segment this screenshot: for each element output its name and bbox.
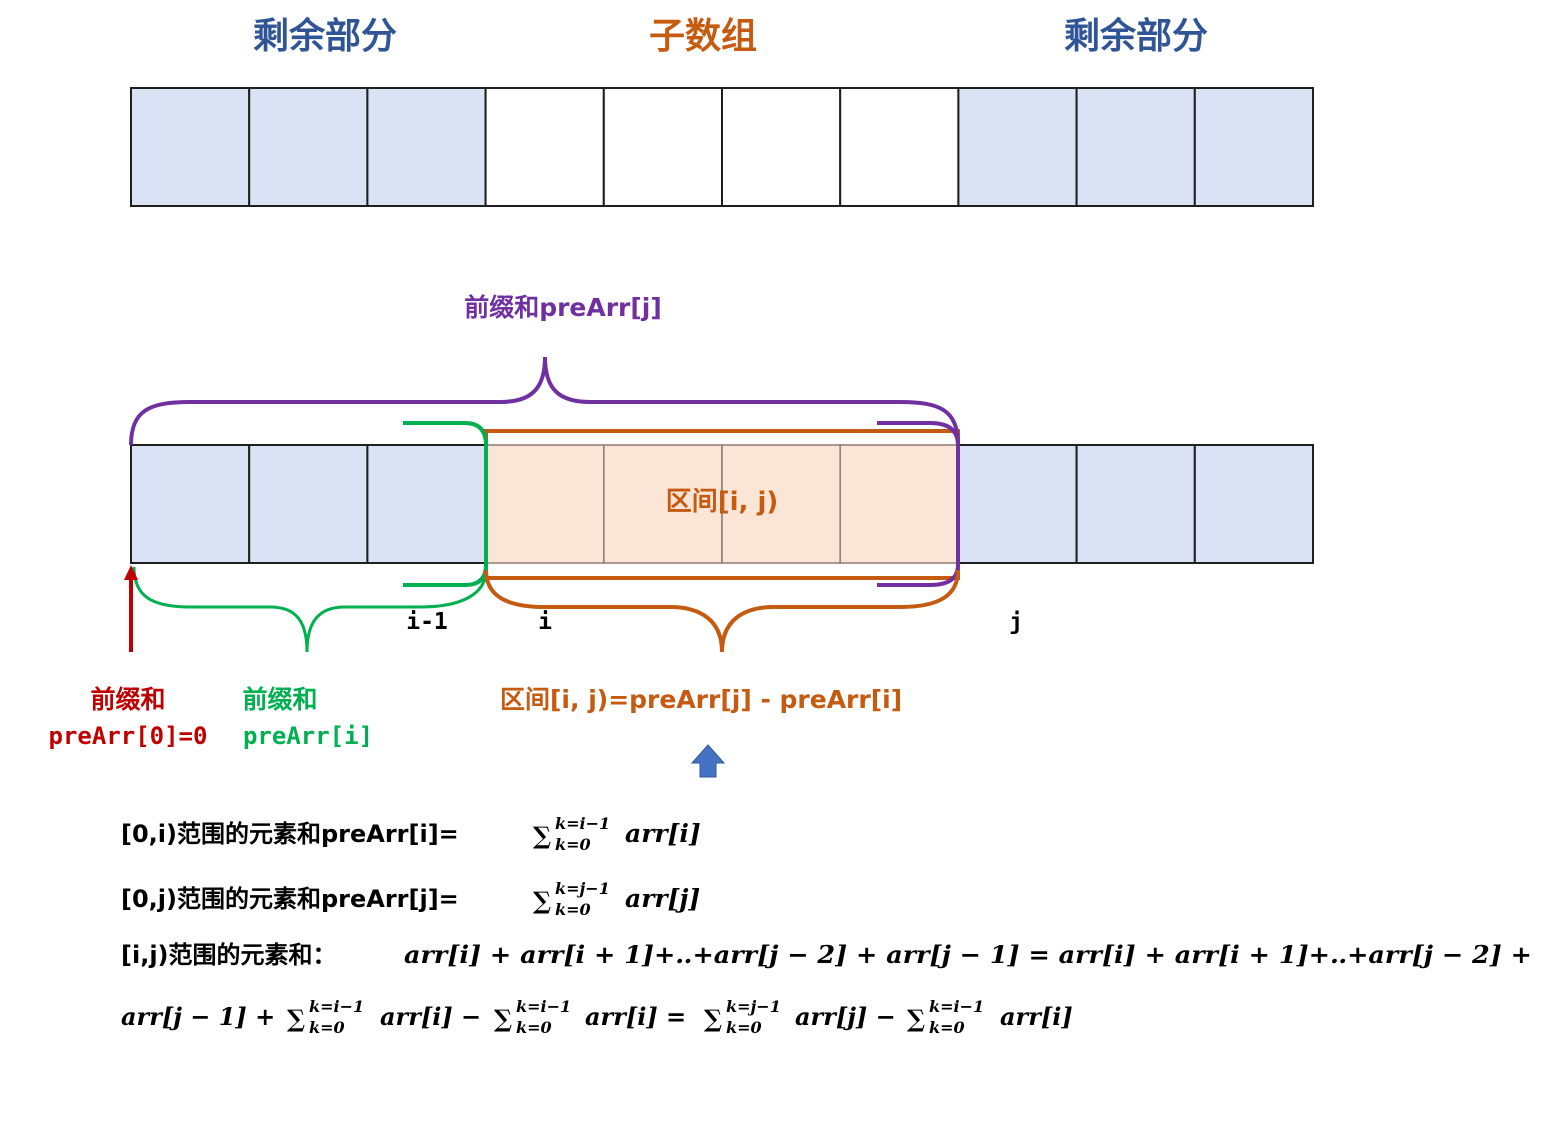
formula-1-sum-top: k=i−1 (555, 814, 610, 833)
formula-4-s3-top: k=j−1 (726, 997, 781, 1016)
top-array-row (130, 87, 1315, 207)
bottom-array-row (130, 444, 1315, 564)
orange-brace (484, 569, 960, 653)
red-label-line1: 前缀和 (90, 685, 165, 714)
formula-1-sigma: ∑ (533, 821, 551, 850)
blue-up-arrow (690, 744, 726, 778)
bottom-cell-3 (484, 444, 605, 564)
formula-4-e: arr[i] (1000, 1002, 1073, 1031)
purple-brace (129, 356, 960, 446)
bottom-cell-0 (130, 444, 251, 564)
red-arrow-head (124, 565, 138, 580)
index-i-minus-1: i-1 (406, 609, 448, 635)
bottom-cell-6 (839, 444, 960, 564)
purple-bracket-right (877, 421, 960, 587)
formula-1-prefix: [0,i)范围的元素和preArr[i]= (121, 820, 459, 848)
formula-3-prefix: [i,j)范围的元素和： (121, 941, 337, 969)
formula-line-4: arr[j − 1] + ∑ k=i−1 k=0 arr[i] − ∑ k=i−… (121, 997, 1073, 1037)
interval-label: 区间[i, j) (666, 487, 779, 517)
top-cell-4 (602, 87, 723, 207)
formula-2-sum-bottom: k=0 (555, 900, 591, 919)
formula-4-a: arr[j − 1] + (121, 1002, 275, 1031)
top-right-title: 剩余部分 (1064, 15, 1208, 57)
green-brace (132, 566, 488, 653)
formula-4-sigma-3: ∑ (704, 1004, 722, 1033)
bottom-cell-1 (248, 444, 369, 564)
formula-2-sum-top: k=j−1 (555, 879, 610, 898)
top-cell-5 (721, 87, 842, 207)
formula-4-s1-bottom: k=0 (309, 1018, 345, 1037)
top-cell-2 (366, 87, 487, 207)
bottom-cell-9 (1193, 444, 1315, 564)
top-cell-1 (248, 87, 369, 207)
formula-4-sigma-2: ∑ (494, 1004, 512, 1033)
formula-4-sigma-4: ∑ (907, 1004, 925, 1033)
formula-4-c: arr[i] = (585, 1002, 686, 1031)
top-left-title: 剩余部分 (253, 15, 397, 57)
bottom-cell-7 (957, 444, 1078, 564)
index-j: j (1009, 609, 1023, 635)
formula-line-1: [0,i)范围的元素和preArr[i]= ∑ k=i−1 k=0 arr[i] (121, 814, 701, 854)
purple-brace-label: 前缀和preArr[j] (464, 293, 662, 322)
bottom-cell-5 (721, 444, 841, 564)
formula-4-d: arr[j] − (795, 1002, 896, 1031)
formula-4-s4-bottom: k=0 (929, 1018, 965, 1037)
formula-4-b: arr[i] − (380, 1002, 481, 1031)
green-label-line1: 前缀和 (242, 685, 317, 714)
formula-line-3: [i,j)范围的元素和： arr[i] + arr[i + 1]+‥+arr[j… (121, 940, 1532, 969)
top-cell-3 (484, 87, 605, 207)
formula-4-s4-top: k=i−1 (929, 997, 984, 1016)
formula-1-sum-bottom: k=0 (555, 835, 591, 854)
top-cell-6 (839, 87, 960, 207)
index-i: i (538, 609, 552, 635)
formula-4-s1-top: k=i−1 (309, 997, 364, 1016)
formula-4-s2-top: k=i−1 (516, 997, 571, 1016)
formula-3-math: arr[i] + arr[i + 1]+‥+arr[j − 2] + arr[j… (404, 940, 1532, 969)
green-label-line2: preArr[i] (243, 722, 373, 750)
top-cell-9 (1193, 87, 1315, 207)
orange-formula: 区间[i, j)=preArr[j] - preArr[i] (500, 685, 902, 714)
bottom-cell-4 (603, 444, 723, 564)
bottom-cell-2 (366, 444, 487, 564)
top-cell-0 (130, 87, 251, 207)
formula-2-tail: arr[j] (625, 884, 700, 913)
green-bracket (403, 421, 488, 587)
formula-4-s3-bottom: k=0 (726, 1018, 762, 1037)
bottom-cell-8 (1075, 444, 1196, 564)
formula-1-tail: arr[i] (625, 819, 701, 848)
top-cell-8 (1075, 87, 1196, 207)
formula-4-sigma-1: ∑ (287, 1004, 305, 1033)
formula-line-2: [0,j)范围的元素和preArr[j]= ∑ k=j−1 k=0 arr[j] (121, 879, 700, 919)
top-middle-title: 子数组 (649, 16, 757, 57)
formula-2-prefix: [0,j)范围的元素和preArr[j]= (121, 885, 459, 913)
formula-4-s2-bottom: k=0 (516, 1018, 552, 1037)
formula-2-sigma: ∑ (533, 886, 551, 915)
top-cell-7 (957, 87, 1078, 207)
red-label-line2: preArr[0]=0 (49, 722, 208, 750)
